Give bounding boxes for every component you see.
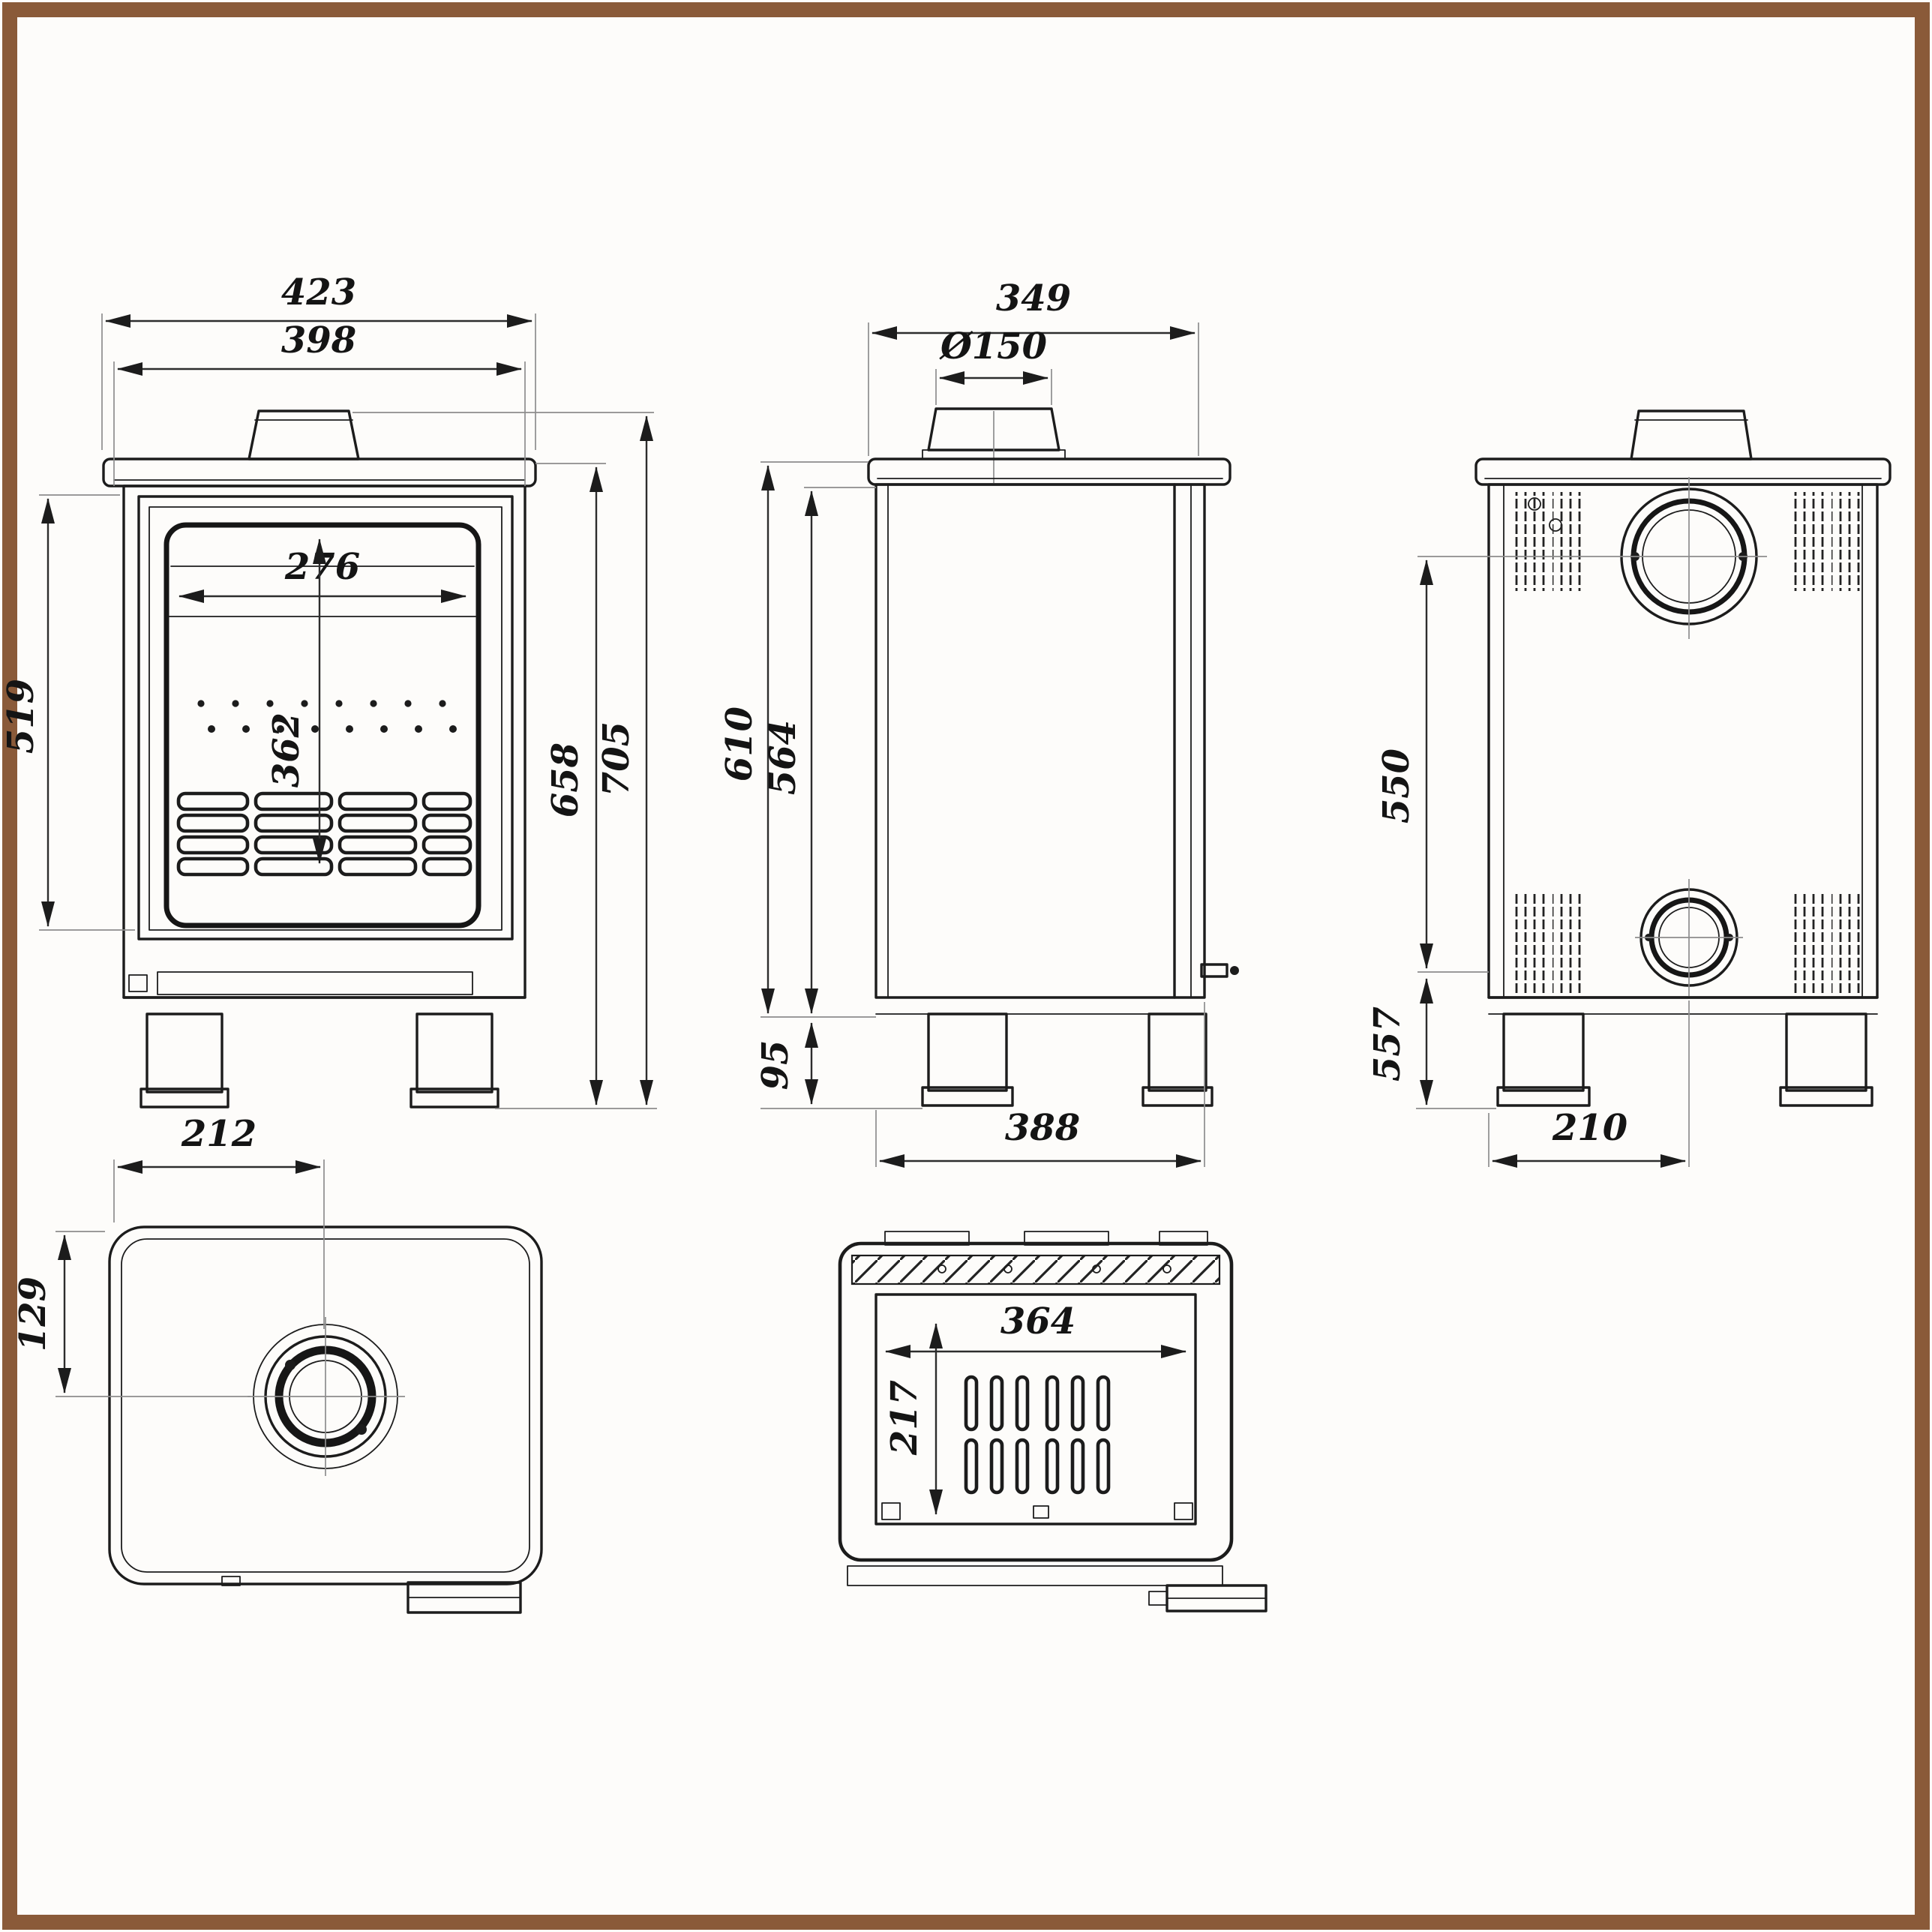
handle-mount (1148, 1591, 1168, 1606)
dim-label: 95 (754, 1040, 796, 1090)
corner-clip (881, 1502, 901, 1520)
dim-front-body-height: 658 (495, 463, 657, 1109)
dim-label: 217 (884, 1380, 926, 1456)
door-grille (176, 791, 472, 877)
right-leg (416, 1012, 494, 1094)
centre-clip (1033, 1505, 1049, 1519)
dim-label: 388 (1005, 1107, 1080, 1149)
ash-lip (157, 971, 473, 995)
dim-front-glass-width: 276 (178, 546, 466, 603)
dim-firebox-grate-width: 364 (885, 1300, 1186, 1358)
stove-body (874, 483, 1206, 999)
band-rivet (1004, 1264, 1012, 1274)
dim-front-total-height: 705 (352, 412, 654, 1106)
front-foot (921, 1086, 1014, 1107)
dim-label: 557 (1366, 1006, 1408, 1082)
dim-label: 423 (281, 272, 356, 314)
dim-label: 210 (1552, 1107, 1628, 1149)
base-notch (221, 1576, 241, 1586)
top-plate (867, 458, 1232, 486)
flue-outlet-upper (1611, 477, 1767, 639)
base-plate (108, 1226, 543, 1586)
dim-side-base-depth: 388 (875, 1002, 1205, 1168)
dim-bottom-flue-offset-x: 212 (113, 1113, 325, 1329)
top-plate (1474, 458, 1892, 486)
flue-collar-front (248, 410, 360, 460)
rear-leg (1148, 1012, 1208, 1092)
dim-label: 564 (762, 720, 804, 795)
dim-side-overall-depth: 349 (868, 278, 1199, 456)
left-leg (1502, 1012, 1585, 1092)
rear-view: 550 557 210 (1366, 410, 1892, 1168)
dim-label: 349 (996, 278, 1071, 320)
secondary-air-holes (197, 700, 457, 733)
firebox-top-view: 364 217 (838, 1231, 1268, 1612)
grate-slots (964, 1375, 1111, 1495)
latch-pin (1230, 966, 1239, 975)
dim-front-body-width: 398 (113, 320, 526, 486)
dim-rear-lower-outlet-height: 557 (1366, 978, 1496, 1109)
dim-label: 362 (266, 712, 308, 788)
band-rivet (938, 1264, 946, 1274)
dim-label: 398 (281, 320, 356, 362)
corner-clip (1174, 1502, 1193, 1520)
side-view: 349 Ø150 610 564 95 388 (718, 278, 1239, 1168)
dim-rear-outlet-offset: 210 (1488, 1000, 1690, 1168)
firebox-shell (838, 1241, 1234, 1562)
top-plate (102, 458, 537, 488)
dim-label: 364 (1000, 1300, 1076, 1342)
dim-label: 276 (284, 546, 360, 588)
left-foot (1496, 1086, 1591, 1107)
dim-label: 705 (596, 722, 638, 796)
left-foot (140, 1088, 230, 1108)
flue-outlet-lower (1635, 879, 1743, 998)
dim-label: 550 (1376, 748, 1418, 824)
band-rivet (1162, 1264, 1172, 1274)
dim-front-glass-height: 362 (266, 538, 326, 864)
door-frame-inner (148, 506, 502, 931)
dim-label: 212 (181, 1113, 256, 1155)
door-latch (1200, 963, 1228, 978)
dim-rear-flue-centre-height: 550 (1376, 556, 1611, 973)
hinge-block (128, 974, 148, 992)
dim-label: Ø150 (939, 326, 1047, 368)
right-leg (1785, 1012, 1868, 1092)
door-glass (164, 522, 482, 928)
dim-label: 519 (0, 679, 42, 754)
right-foot (410, 1088, 500, 1108)
rear-foot (1142, 1086, 1214, 1107)
dim-side-flue-diameter: Ø150 (935, 326, 1052, 405)
dim-side-leg-height: 95 (754, 1022, 922, 1109)
bottom-view: 212 129 (12, 1113, 543, 1614)
dim-side-body-height: 564 (762, 487, 876, 1014)
front-lip (847, 1565, 1223, 1586)
base-plate-inner (121, 1238, 530, 1573)
front-hatch-band (850, 1254, 1221, 1286)
vent-hatching (1514, 492, 1866, 993)
flue-collar-rear (1630, 410, 1753, 460)
dim-side-height-to-plate: 610 (718, 461, 876, 1018)
left-leg (146, 1012, 224, 1094)
dim-bottom-flue-offset-y: 129 (12, 1231, 250, 1397)
front-view: 423 398 276 362 519 658 705 (0, 272, 657, 1109)
right-foot (1779, 1086, 1874, 1107)
firebox-inner (874, 1293, 1197, 1526)
dim-firebox-grate-depth: 217 (884, 1323, 943, 1515)
dim-label: 610 (718, 706, 760, 782)
dim-front-door-height: 519 (0, 494, 135, 931)
dim-front-overall-width: 423 (101, 272, 536, 450)
dim-label: 658 (544, 742, 586, 818)
flue-hole (248, 1317, 405, 1476)
dim-label: 129 (12, 1276, 54, 1352)
front-leg (927, 1012, 1008, 1092)
band-rivet (1092, 1264, 1101, 1274)
door-frame-outer (137, 495, 514, 940)
